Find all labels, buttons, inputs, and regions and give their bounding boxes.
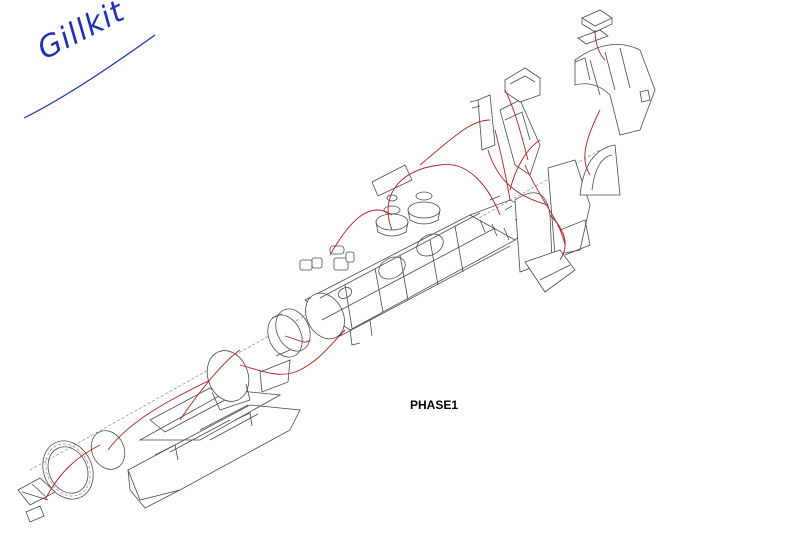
cab-side-parts	[469, 67, 541, 176]
smokebox-door-ring-part	[42, 440, 94, 500]
roof-hatch-part	[577, 9, 613, 45]
footplate-frame-part	[127, 359, 301, 509]
assembly-paths	[44, 29, 606, 501]
spectacle-plate-part	[579, 144, 621, 196]
buffer-bracket-part	[17, 477, 56, 523]
small-fittings-parts	[299, 245, 355, 271]
splasher-plate-part	[371, 164, 413, 197]
cab-roof-part	[574, 44, 656, 136]
logo-swoosh	[23, 34, 156, 119]
firebox-parts	[514, 159, 591, 293]
dome-parts	[375, 191, 441, 237]
boiler-barrel-part	[304, 195, 541, 346]
saddle-disc-part	[206, 350, 251, 411]
phase-label: PHASE1	[410, 398, 459, 412]
